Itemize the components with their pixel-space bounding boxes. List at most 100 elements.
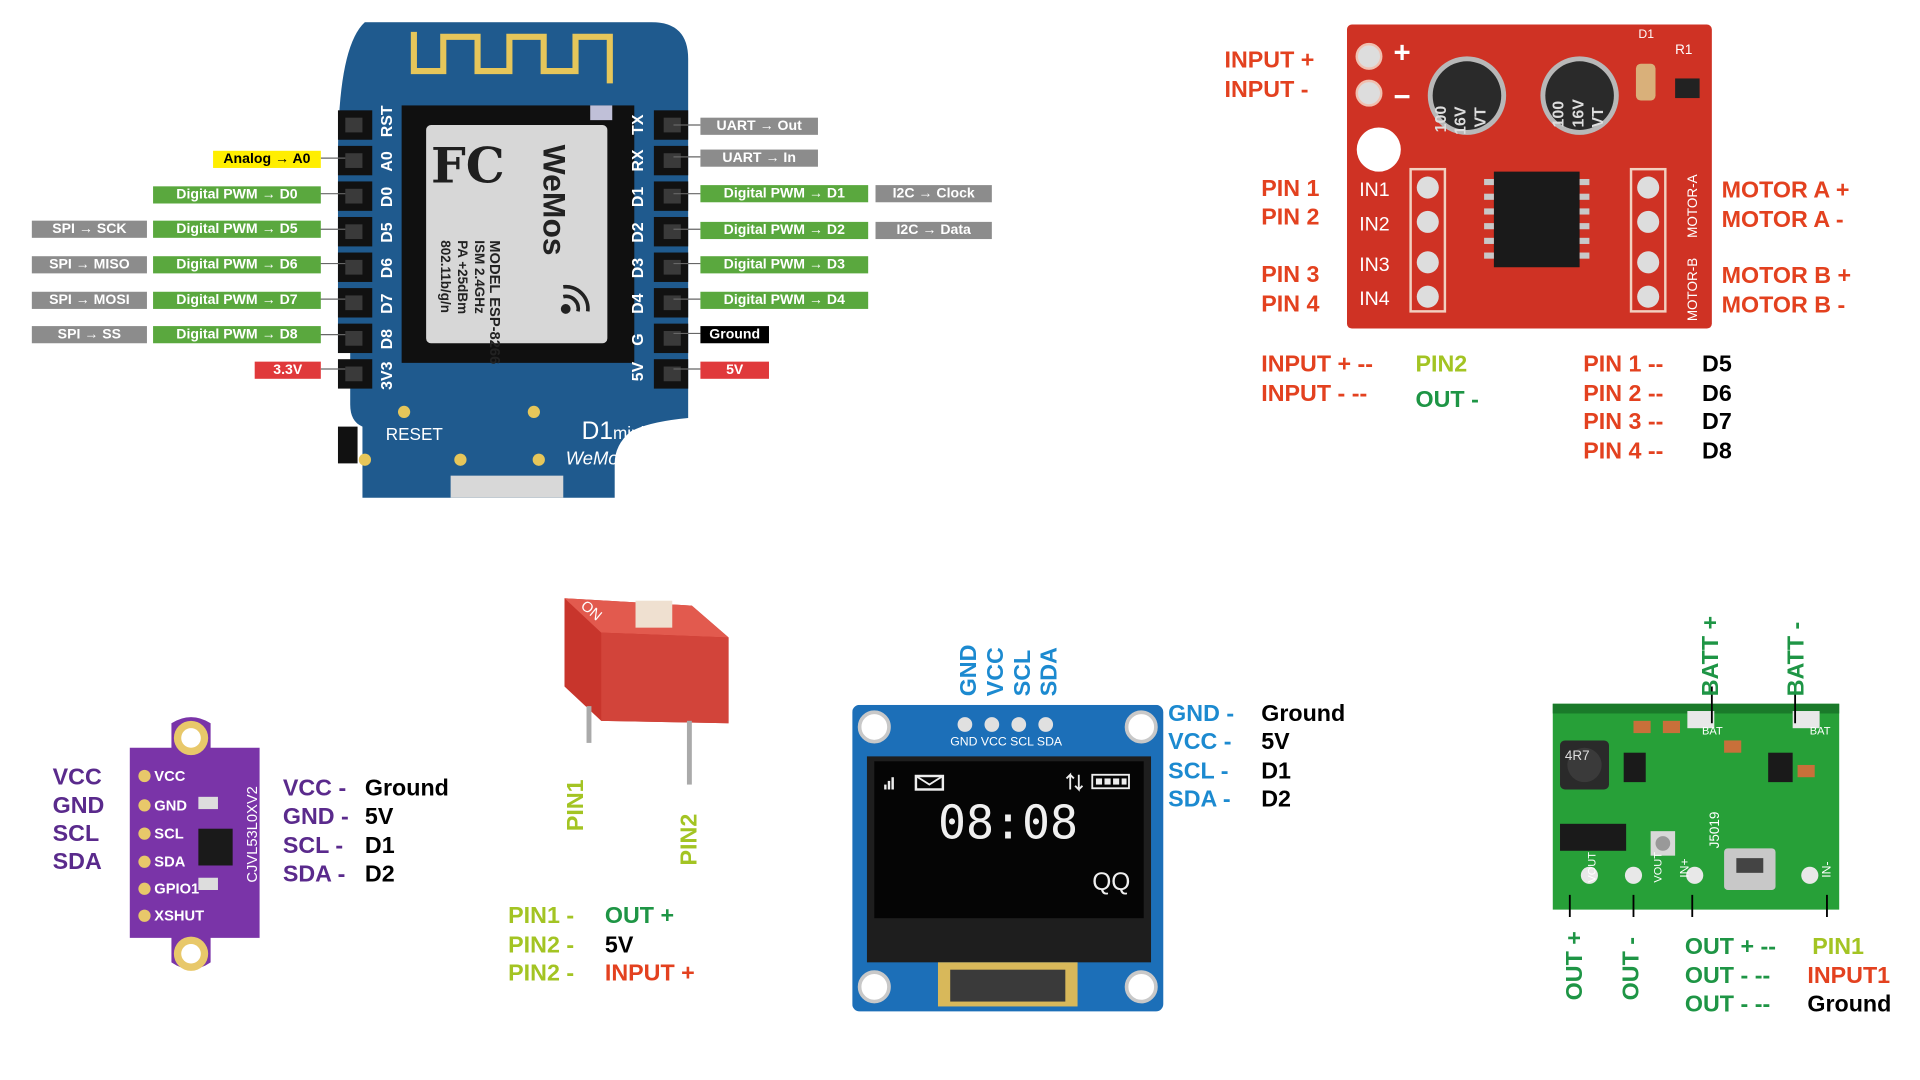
oled-map-d2: D2 <box>1261 788 1291 811</box>
label-i2c-data: I2C → Data <box>876 222 992 239</box>
label-spi-sck: SPI → SCK <box>32 221 147 238</box>
silk-5v: 5V <box>629 362 645 381</box>
reset-label: RESET <box>386 425 443 442</box>
silk-d0: D0 <box>378 187 394 207</box>
tof-map-sda: SDA - <box>283 863 345 886</box>
oled-silk-pins: GND VCC SCL SDA <box>950 737 1062 749</box>
tof-map-vcc: VCC - <box>283 777 346 800</box>
tof-left-vcc: VCC <box>53 766 102 789</box>
tof-silk-xshut: XSHUT <box>154 908 204 923</box>
oled-map-scl: SCL - <box>1168 760 1228 783</box>
wifi-icon <box>558 280 590 317</box>
switch-map-pin2-b: PIN2 - <box>508 962 574 985</box>
oled-time: 08:08 <box>938 799 1078 846</box>
board-site: WeMos.cc <box>566 450 651 468</box>
boost-batt-plus: BATT + <box>1700 616 1723 696</box>
oled-map-ground: Ground <box>1261 702 1345 725</box>
silk-a0: A0 <box>378 151 394 171</box>
cap-1-volt: 16V <box>1452 106 1468 134</box>
silk-d2: D2 <box>629 222 645 242</box>
motor-b-plus: MOTOR B + <box>1722 265 1851 288</box>
label-d0: Digital PWM → D0 <box>153 186 321 203</box>
cap-1-vt: VT <box>1472 107 1488 127</box>
module-spec-2: PA +25dBm <box>454 240 467 314</box>
motor-map-pin-4: PIN 4 -- <box>1583 440 1663 463</box>
tof-left-scl: SCL <box>53 823 100 846</box>
label-d4: Digital PWM → D4 <box>700 292 868 309</box>
boost-map-out-plus: OUT + -- <box>1685 935 1776 958</box>
oled-header-vcc: VCC <box>984 647 1007 696</box>
tof-map-d1: D1 <box>365 835 395 858</box>
motor-input-minus: INPUT - <box>1225 78 1309 101</box>
label-spi-mosi: SPI → MOSI <box>32 292 147 309</box>
boost-map-pin1: PIN1 <box>1812 935 1864 958</box>
silk-tx: TX <box>629 114 645 134</box>
label-ground: Ground <box>700 326 769 343</box>
board-name: D1mini <box>582 419 645 444</box>
boost-map-input1: INPUT1 <box>1807 965 1890 988</box>
switch-pin2-vertical: PIN2 <box>678 814 701 866</box>
oled-map-gnd: GND - <box>1168 702 1234 725</box>
tof-silk-sda: SDA <box>154 854 185 869</box>
silk-in3: IN3 <box>1359 256 1389 276</box>
label-3v3: 3.3V <box>255 362 321 379</box>
tof-map-d2: D2 <box>365 863 395 886</box>
label-spi-miso: SPI → MISO <box>32 256 147 273</box>
silk-d1: D1 <box>629 187 645 207</box>
motor-map-d8: D8 <box>1702 440 1732 463</box>
silk-minus: − <box>1393 83 1410 112</box>
tof-silk-gnd: GND <box>154 798 187 813</box>
oled-display-board <box>852 705 1165 1014</box>
label-d3: Digital PWM → D3 <box>700 256 868 273</box>
silk-motor-a: MOTOR-A <box>1687 174 1700 237</box>
label-d5: Digital PWM → D5 <box>153 221 321 238</box>
boost-map-ground: Ground <box>1807 993 1891 1016</box>
cap-2-volt: 16V <box>1570 99 1586 127</box>
switch-map-pin1: PIN1 - <box>508 905 574 928</box>
module-spec-1: ISM 2.4GHz <box>471 240 484 313</box>
switch-pin1-vertical: PIN1 <box>564 779 587 831</box>
switch-map-input-plus: INPUT + <box>605 962 695 985</box>
label-rx: UART → In <box>700 150 818 167</box>
label-d8: Digital PWM → D8 <box>153 326 321 343</box>
tof-map-gnd: GND - <box>283 805 349 828</box>
silk-r1: R1 <box>1675 44 1692 57</box>
boost-leader-lines <box>1555 687 1849 920</box>
boost-out-plus-vertical: OUT + <box>1564 931 1587 1000</box>
slide-switch <box>557 588 741 790</box>
tof-left-sda: SDA <box>53 851 102 874</box>
silk-rst: RST <box>378 105 394 137</box>
motor-pin-4: PIN 4 <box>1261 293 1319 316</box>
motor-map-input-plus: INPUT + -- <box>1261 353 1373 376</box>
label-tx: UART → Out <box>700 118 818 135</box>
boost-map-out-minus-2: OUT - -- <box>1685 993 1770 1016</box>
silk-d8: D8 <box>378 329 394 349</box>
motor-map-input-minus: INPUT - -- <box>1261 382 1367 405</box>
silk-g: G <box>629 333 645 345</box>
silk-d4: D4 <box>629 293 645 313</box>
label-a0: Analog → A0 <box>213 151 321 168</box>
motor-map-out-minus: OUT - <box>1416 389 1479 412</box>
tof-silk-gpio1: GPIO1 <box>154 881 199 896</box>
label-spi-ss: SPI → SS <box>32 326 147 343</box>
tof-left-gnd: GND <box>53 794 105 817</box>
cap-2-vt: VT <box>1589 107 1605 127</box>
motor-pin-3: PIN 3 <box>1261 264 1319 287</box>
tof-map-ground: Ground <box>365 777 449 800</box>
silk-d1-diode: D1 <box>1638 29 1654 41</box>
silk-d3: D3 <box>629 258 645 278</box>
silk-d6: D6 <box>378 258 394 278</box>
switch-map-5v: 5V <box>605 934 633 957</box>
motor-pin-2: PIN 2 <box>1261 206 1319 229</box>
fcc-logo: FC <box>431 142 505 191</box>
motor-map-pin-1: PIN 1 -- <box>1583 353 1663 376</box>
module-brand: WeMos <box>539 145 571 256</box>
silk-d5: D5 <box>378 222 394 242</box>
silk-rx: RX <box>629 149 645 171</box>
module-spec-3: 802.11b/g/n <box>437 240 450 313</box>
motor-map-d5: D5 <box>1702 353 1732 376</box>
boost-map-out-minus-1: OUT - -- <box>1685 965 1770 988</box>
tof-map-5v: 5V <box>365 805 393 828</box>
label-d2: Digital PWM → D2 <box>700 222 868 239</box>
motor-map-pin-3: PIN 3 -- <box>1583 411 1663 434</box>
